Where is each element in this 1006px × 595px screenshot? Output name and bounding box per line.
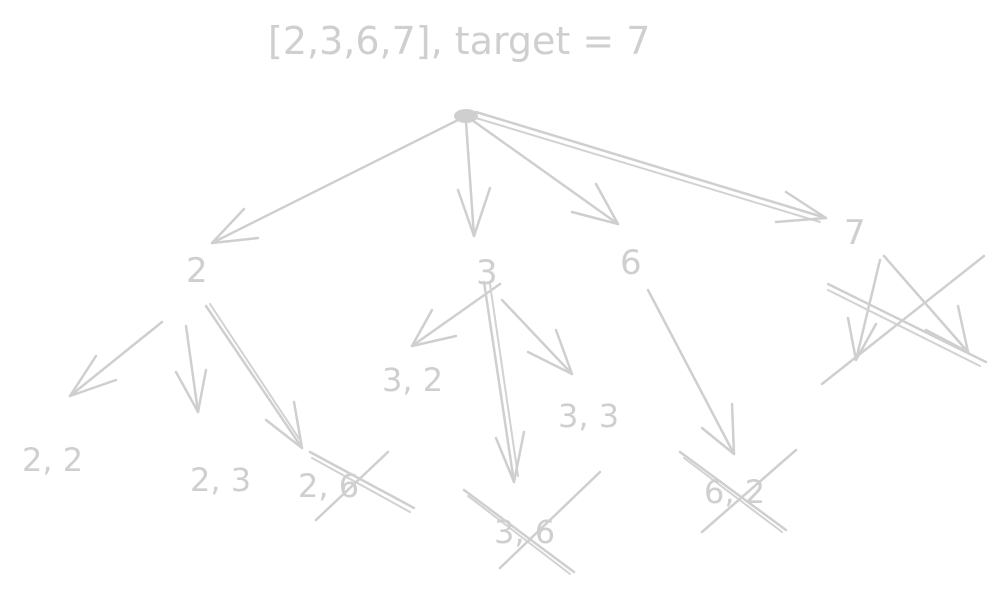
edge-2-to-2-3: [174, 324, 208, 414]
leaf-3-3: 3, 3: [558, 397, 620, 435]
node-7: 7: [844, 213, 866, 253]
leaf-6-2: 6, 2: [704, 473, 766, 511]
cross-out-7: [820, 254, 988, 386]
node-2: 2: [186, 251, 208, 291]
edge-2-to-2-6: [204, 303, 304, 450]
edge-root-to-7: [474, 110, 828, 224]
leaf-2-3: 2, 3: [190, 461, 252, 499]
leaf-2-6: 2, 6: [298, 467, 360, 505]
problem-title: [2,3,6,7], target = 7: [268, 19, 651, 63]
leaf-2-2: 2, 2: [22, 441, 84, 479]
edge-2-to-2-2: [68, 320, 164, 398]
cross-out-6-2: [678, 448, 798, 534]
cross-out-3-6: [462, 470, 602, 575]
edge-3-to-3-6: [482, 280, 526, 484]
cross-out-2-6: [308, 450, 416, 522]
leaf-3-2: 3, 2: [382, 361, 444, 399]
edge-6-to-6-2: [646, 288, 736, 456]
edge-root-to-2: [210, 118, 460, 245]
edge-root-to-3: [456, 120, 492, 238]
node-3: 3: [476, 253, 498, 293]
edge-3-to-3-3: [500, 298, 574, 376]
node-6: 6: [620, 243, 642, 283]
leaf-3-6: 3, 6: [494, 513, 556, 551]
edge-root-to-6: [470, 118, 620, 226]
